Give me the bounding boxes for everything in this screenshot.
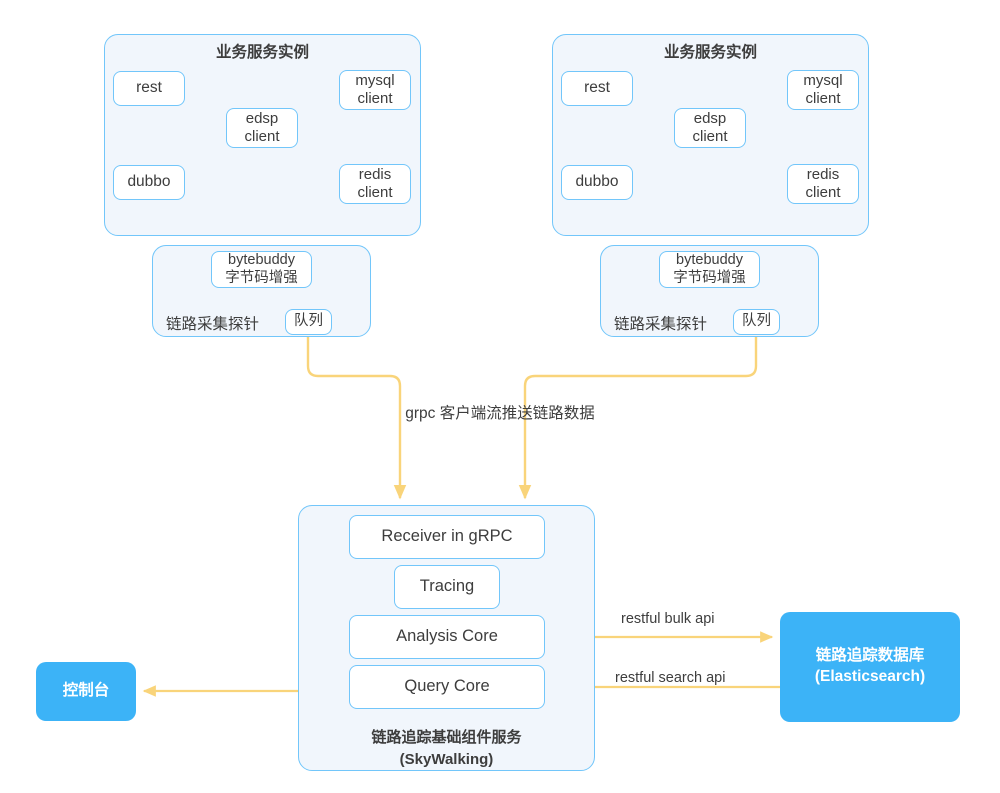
- component-mysql-client-right-label-1: mysql: [803, 72, 843, 90]
- queue-box-right[interactable]: 队列: [733, 309, 780, 335]
- component-edsp-client-left[interactable]: edsp client: [226, 108, 298, 148]
- component-rest-left-label: rest: [136, 79, 162, 97]
- component-rest-right[interactable]: rest: [561, 71, 633, 106]
- component-dubbo-left[interactable]: dubbo: [113, 165, 185, 200]
- agent-probe-left-label: 链路采集探针: [166, 316, 260, 333]
- component-redis-client-left-label-1: redis: [358, 166, 392, 184]
- component-redis-client-right-label-2: client: [805, 184, 841, 201]
- module-query-core-label: Query Core: [404, 677, 490, 696]
- bytebuddy-box-right[interactable]: bytebuddy 字节码增强: [659, 251, 760, 288]
- component-rest-right-label: rest: [584, 79, 610, 97]
- grpc-transport-label: grpc 客户端流推送链路数据: [405, 405, 595, 422]
- queue-right-label: 队列: [742, 313, 771, 330]
- module-analysis-core-label: Analysis Core: [396, 627, 498, 646]
- module-receiver-in-grpc[interactable]: Receiver in gRPC: [349, 515, 545, 559]
- component-mysql-client-left-label-1: mysql: [355, 72, 395, 90]
- bytebuddy-left-label-2: 字节码增强: [225, 269, 298, 286]
- skywalking-caption: 链路追踪基础组件服务 (SkyWalking): [298, 727, 595, 771]
- component-redis-client-right-label-1: redis: [806, 166, 840, 184]
- component-edsp-client-right[interactable]: edsp client: [674, 108, 746, 148]
- bytebuddy-left-label-1: bytebuddy: [228, 252, 295, 269]
- component-redis-client-right[interactable]: redis client: [787, 164, 859, 204]
- queue-box-left[interactable]: 队列: [285, 309, 332, 335]
- module-query-core[interactable]: Query Core: [349, 665, 545, 709]
- component-mysql-client-left[interactable]: mysql client: [339, 70, 411, 110]
- component-mysql-client-right-label-2: client: [805, 90, 841, 107]
- component-edsp-client-right-label-1: edsp: [693, 110, 727, 128]
- console-label: 控制台: [62, 682, 110, 700]
- module-tracing-label: Tracing: [419, 577, 475, 596]
- skywalking-caption-line-1: 链路追踪基础组件服务: [371, 729, 522, 746]
- module-receiver-in-grpc-label: Receiver in gRPC: [381, 527, 513, 546]
- component-edsp-client-right-label-2: client: [692, 128, 728, 145]
- component-redis-client-left[interactable]: redis client: [339, 164, 411, 204]
- component-mysql-client-left-label-2: client: [357, 90, 393, 107]
- component-mysql-client-right[interactable]: mysql client: [787, 70, 859, 110]
- elasticsearch-label-1: 链路追踪数据库: [815, 647, 925, 665]
- console-box[interactable]: 控制台: [36, 662, 136, 721]
- elasticsearch-storage[interactable]: 链路追踪数据库 (Elasticsearch): [780, 612, 960, 722]
- bytebuddy-box-left[interactable]: bytebuddy 字节码增强: [211, 251, 312, 288]
- agent-probe-right-label: 链路采集探针: [614, 316, 708, 333]
- restful-bulk-api-label: restful bulk api: [621, 611, 715, 627]
- component-redis-client-left-label-2: client: [357, 184, 393, 201]
- component-dubbo-right[interactable]: dubbo: [561, 165, 633, 200]
- component-dubbo-right-label: dubbo: [575, 173, 619, 191]
- component-edsp-client-left-label-2: client: [244, 128, 280, 145]
- component-edsp-client-left-label-1: edsp: [245, 110, 279, 128]
- service-instance-title-right: 业务服务实例: [663, 44, 757, 61]
- bytebuddy-right-label-2: 字节码增强: [673, 269, 746, 286]
- restful-search-api-label: restful search api: [615, 670, 726, 686]
- queue-left-label: 队列: [294, 313, 323, 330]
- bytebuddy-right-label-1: bytebuddy: [676, 252, 743, 269]
- skywalking-caption-line-2: (SkyWalking): [399, 750, 494, 768]
- component-rest-left[interactable]: rest: [113, 71, 185, 106]
- elasticsearch-label-2: (Elasticsearch): [814, 668, 926, 685]
- module-tracing[interactable]: Tracing: [394, 565, 500, 609]
- service-instance-title-left: 业务服务实例: [215, 44, 309, 61]
- module-analysis-core[interactable]: Analysis Core: [349, 615, 545, 659]
- component-dubbo-left-label: dubbo: [127, 173, 171, 191]
